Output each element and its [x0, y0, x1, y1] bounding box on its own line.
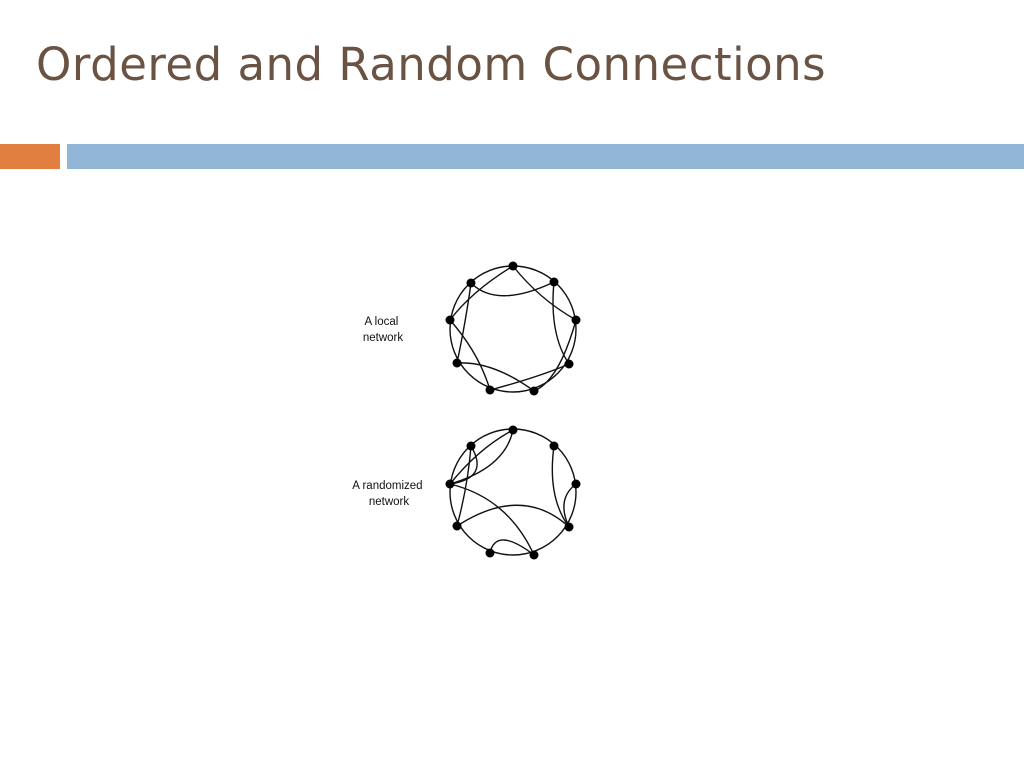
network-link — [489, 539, 535, 556]
title-divider-bar — [67, 144, 1024, 169]
local-network: A local network — [363, 261, 581, 396]
randomized-network-nodes — [445, 425, 581, 560]
network-node — [529, 386, 539, 396]
network-node — [485, 548, 495, 558]
network-node — [549, 277, 559, 287]
network-node — [452, 358, 462, 368]
local-network-label: A local network — [363, 316, 404, 344]
randomized-network: A randomized network — [352, 425, 581, 560]
network-link — [470, 281, 555, 297]
title-accent-bar — [0, 144, 60, 169]
network-node — [485, 385, 495, 395]
network-link — [449, 483, 535, 556]
network-link — [456, 362, 535, 392]
network-node — [571, 479, 581, 489]
network-node — [508, 425, 518, 435]
network-node — [571, 315, 581, 325]
network-node — [445, 479, 455, 489]
network-node — [508, 261, 518, 271]
randomized-network-label-line2: network — [369, 496, 410, 508]
network-link — [489, 363, 570, 391]
network-node — [564, 359, 574, 369]
local-network-label-line1: A local — [364, 316, 398, 328]
network-link — [449, 265, 514, 321]
network-link — [456, 282, 472, 364]
network-node — [466, 441, 476, 451]
local-network-links — [449, 265, 577, 392]
network-link — [551, 445, 570, 528]
network-node — [445, 315, 455, 325]
network-node — [466, 278, 476, 288]
network-link — [449, 429, 514, 485]
slide-title: Ordered and Random Connections — [36, 38, 827, 91]
local-network-label-line2: network — [363, 332, 404, 344]
network-link — [449, 319, 491, 391]
network-link — [449, 445, 478, 485]
local-network-nodes — [445, 261, 581, 396]
network-link — [456, 445, 472, 527]
network-link — [552, 281, 570, 365]
network-link — [449, 429, 514, 485]
network-link — [456, 504, 570, 528]
network-node — [549, 441, 559, 451]
network-link — [512, 265, 577, 321]
randomized-network-label: A randomized network — [352, 480, 426, 508]
randomized-network-label-line1: A randomized — [352, 480, 422, 492]
network-node — [564, 522, 574, 532]
network-node — [452, 521, 462, 531]
network-node — [529, 550, 539, 560]
